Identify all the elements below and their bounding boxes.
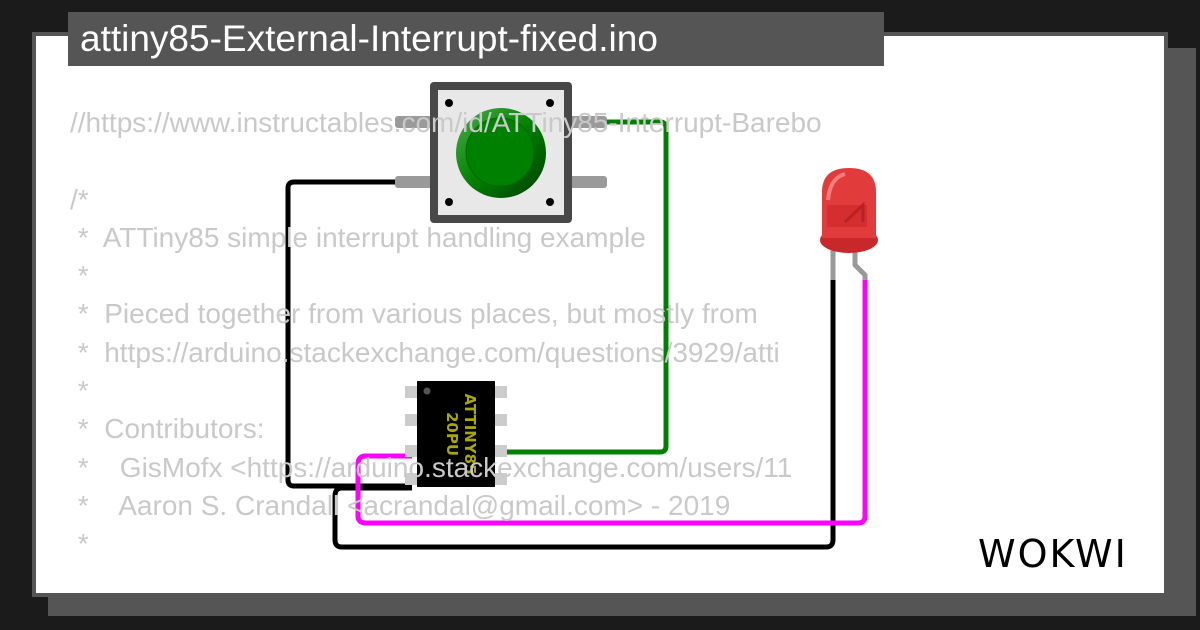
project-title: attiny85-External-Interrupt-fixed.ino <box>68 12 884 66</box>
wire-green <box>505 119 669 455</box>
attiny85-chip[interactable]: ATTINY85 20PU <box>405 381 507 487</box>
chip-label-1: ATTINY85 <box>461 393 479 474</box>
red-led[interactable] <box>820 168 878 280</box>
wire-black-1 <box>285 179 412 489</box>
chip-label-2: 20PU <box>443 412 461 456</box>
wire-black-2 <box>332 280 836 550</box>
wokwi-logo: WOKWI <box>978 532 1128 576</box>
wire-magenta <box>355 278 868 526</box>
pushbutton[interactable] <box>395 82 607 223</box>
